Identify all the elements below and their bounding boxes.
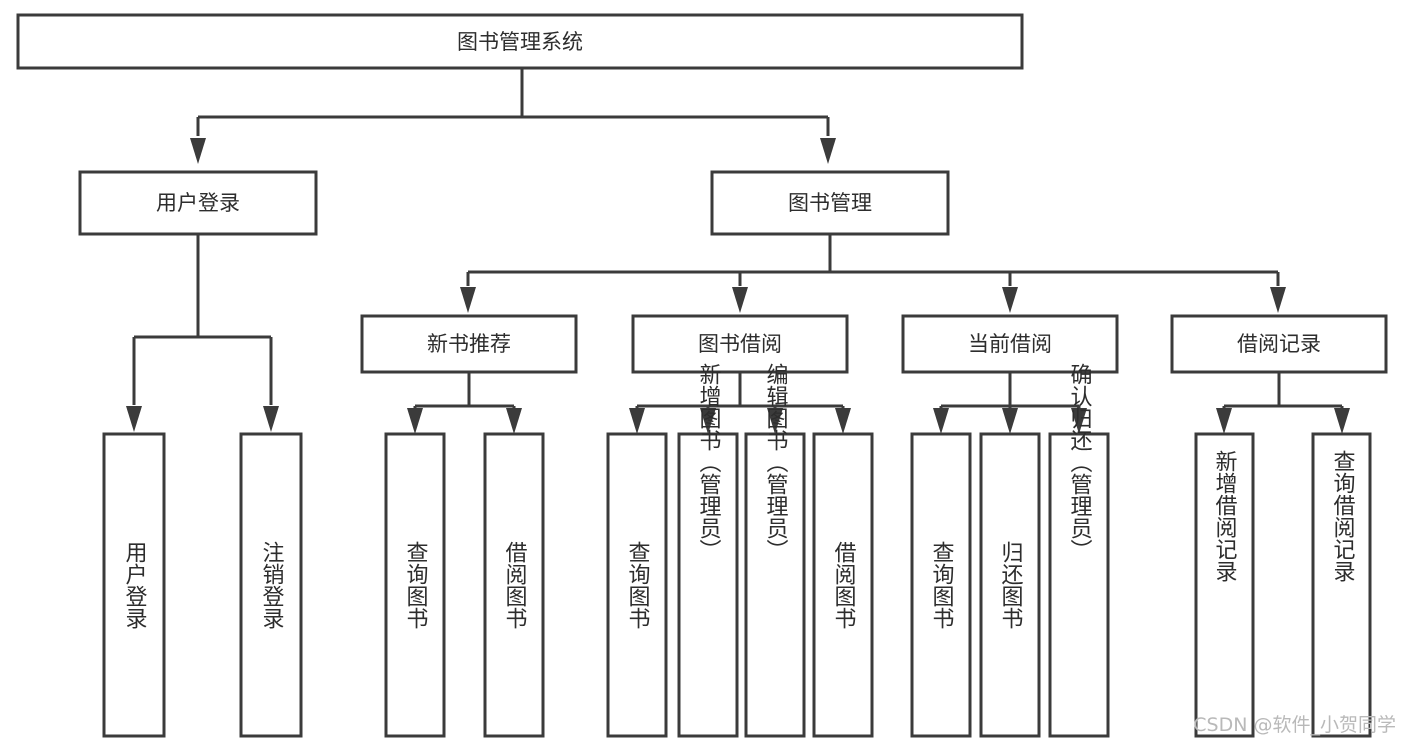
leaf-confirm-return[interactable]: 确认归还（管理员）	[1048, 363, 1110, 738]
arrow-to-user-login	[190, 138, 206, 164]
leaf-user-login[interactable]: 用户登录	[102, 432, 166, 738]
arrow-to-leaf-borrow-book-1	[506, 408, 522, 434]
node-current-borrow-label: 当前借阅	[968, 332, 1052, 356]
node-borrow-record-box	[1170, 314, 1388, 374]
leaf-query-book-1-label: 查询图书	[403, 541, 429, 629]
node-new-book-recommend-box	[360, 314, 578, 374]
arrow-to-leaf-borrow-book-2	[835, 408, 851, 434]
arrow-to-borrow-record	[1270, 287, 1286, 313]
connector-borrow-record-to-leaves	[1216, 372, 1350, 434]
arrow-to-current-borrow	[1002, 287, 1018, 313]
node-user-login[interactable]: 用户登录	[78, 170, 318, 236]
leaf-query-record-box	[1311, 432, 1372, 738]
leaf-logout-login-label: 注销登录	[259, 541, 285, 629]
connector-new-book-recommend-to-leaves	[407, 372, 522, 434]
arrow-to-book-borrow	[732, 287, 748, 313]
node-root-system[interactable]: 图书管理系统	[16, 13, 1024, 70]
connector-root-to-level2	[190, 68, 836, 164]
leaf-add-record[interactable]: 新增借阅记录	[1194, 432, 1255, 738]
leaf-edit-book-box	[744, 432, 806, 738]
arrow-to-leaf-logout-login	[263, 406, 279, 432]
leaf-return-book[interactable]: 归还图书	[979, 432, 1041, 738]
arrow-to-leaf-user-login	[126, 406, 142, 432]
arrow-to-leaf-query-book-3	[933, 408, 949, 434]
node-user-login-label: 用户登录	[156, 191, 240, 215]
leaf-query-book-1[interactable]: 查询图书	[384, 432, 446, 738]
leaf-return-book-box	[979, 432, 1041, 738]
leaf-borrow-book-2-label: 借阅图书	[831, 541, 857, 629]
connector-book-borrow-to-leaves	[629, 372, 851, 434]
leaf-user-login-box	[102, 432, 166, 738]
leaf-query-book-3[interactable]: 查询图书	[910, 432, 972, 738]
leaf-add-book-box	[677, 432, 739, 738]
arrow-to-leaf-query-book-1	[407, 408, 423, 434]
arrow-to-leaf-query-book-2	[629, 408, 645, 434]
node-book-borrow-label: 图书借阅	[698, 332, 782, 356]
connector-book-management-to-level3	[460, 234, 1286, 313]
leaf-query-book-3-box	[910, 432, 972, 738]
node-user-login-box	[78, 170, 318, 236]
csdn-watermark: CSDN @软件_小贺同学	[1193, 714, 1396, 736]
leaf-query-book-2-label: 查询图书	[625, 541, 651, 629]
leaf-return-book-label: 归还图书	[998, 541, 1024, 629]
leaf-logout-login-box	[239, 432, 303, 738]
arrow-to-leaf-query-record	[1334, 408, 1350, 434]
leaf-query-book-1-box	[384, 432, 446, 738]
arrow-to-book-management	[820, 138, 836, 164]
arrow-to-leaf-add-record	[1216, 408, 1232, 434]
node-current-borrow[interactable]: 当前借阅	[901, 314, 1119, 374]
leaf-confirm-return-label: 确认归还（管理员）	[1067, 363, 1093, 561]
leaf-edit-book-label: 编辑图书（管理员）	[763, 363, 789, 561]
leaf-query-book-3-label: 查询图书	[929, 541, 955, 629]
leaf-logout-login[interactable]: 注销登录	[239, 432, 303, 738]
leaf-query-book-2[interactable]: 查询图书	[606, 432, 668, 738]
leaf-user-login-label: 用户登录	[122, 541, 148, 629]
node-book-management[interactable]: 图书管理	[710, 170, 950, 236]
leaf-query-record[interactable]: 查询借阅记录	[1311, 432, 1372, 738]
node-current-borrow-box	[901, 314, 1119, 374]
leaf-add-record-label: 新增借阅记录	[1212, 450, 1238, 582]
leaf-confirm-return-box	[1048, 432, 1110, 738]
connector-user-login-to-leaves	[126, 234, 279, 432]
arrow-to-leaf-return-book	[1002, 408, 1018, 434]
leaf-borrow-book-1-box	[483, 432, 545, 738]
connector-current-borrow-to-leaves	[933, 372, 1087, 434]
node-new-book-recommend[interactable]: 新书推荐	[360, 314, 578, 374]
leaf-borrow-book-2[interactable]: 借阅图书	[812, 432, 874, 738]
node-new-book-recommend-label: 新书推荐	[427, 332, 511, 356]
leaf-add-book[interactable]: 新增图书（管理员）	[677, 363, 739, 738]
leaf-borrow-book-1[interactable]: 借阅图书	[483, 432, 545, 738]
node-borrow-record[interactable]: 借阅记录	[1170, 314, 1388, 374]
node-root-system-label: 图书管理系统	[457, 30, 583, 54]
leaf-borrow-book-1-label: 借阅图书	[502, 541, 528, 629]
leaf-borrow-book-2-box	[812, 432, 874, 738]
leaf-query-record-label: 查询借阅记录	[1330, 450, 1356, 582]
leaf-edit-book[interactable]: 编辑图书（管理员）	[744, 363, 806, 738]
arrow-to-new-book-recommend	[460, 287, 476, 313]
node-book-borrow[interactable]: 图书借阅	[631, 314, 849, 374]
leaf-query-book-2-box	[606, 432, 668, 738]
node-borrow-record-label: 借阅记录	[1237, 332, 1321, 356]
leaf-add-book-label: 新增图书（管理员）	[696, 363, 722, 561]
node-root-system-box	[16, 13, 1024, 70]
node-book-management-label: 图书管理	[788, 191, 872, 215]
leaf-add-record-box	[1194, 432, 1255, 738]
